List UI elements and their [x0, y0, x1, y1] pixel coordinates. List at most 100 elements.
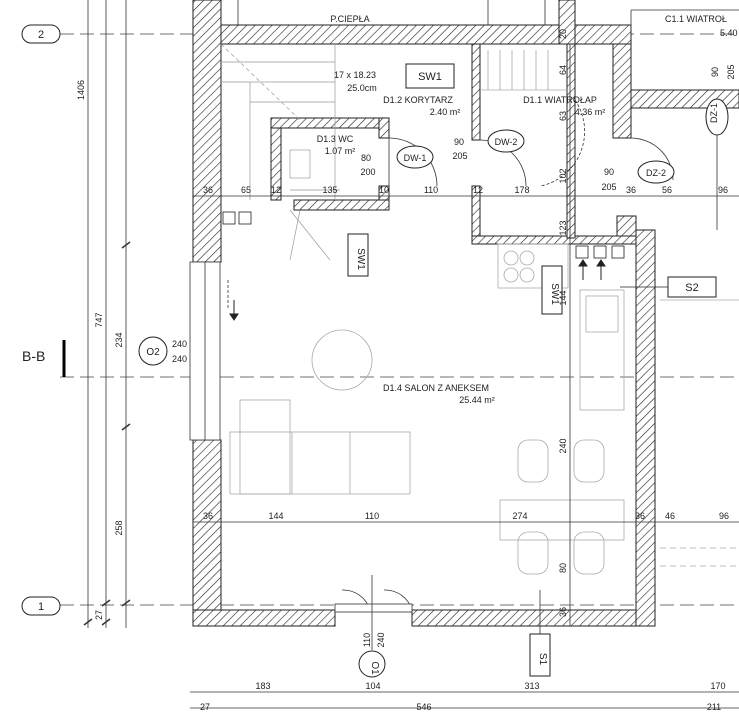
tag-s2-text: S2 [685, 282, 698, 294]
walls [192, 0, 739, 627]
dim-v36: 36 [558, 607, 568, 617]
tag-o2-text: O2 [146, 347, 160, 358]
dim-top-8: 36 [626, 185, 636, 195]
dim-v240: 240 [558, 438, 568, 453]
dim-v102: 102 [558, 168, 568, 183]
dim-v63: 63 [558, 111, 568, 121]
dim-top-2: 12 [271, 185, 281, 195]
tag-sw1-top-text: SW1 [418, 71, 442, 83]
dim-v20: 20 [558, 29, 568, 39]
dim-dz2-b: 205 [601, 182, 616, 192]
label-d14-area: 25.44 m² [459, 395, 495, 405]
dim-mid-4: 36 [635, 511, 645, 521]
dim-mid-0: 36 [203, 511, 213, 521]
dim-mid-5: 46 [665, 511, 675, 521]
dim-dz1-b: 205 [726, 64, 736, 79]
tag-dw2-text: DW-2 [495, 137, 518, 147]
dim-o2-h: 240 [172, 354, 187, 364]
dim-top-4: 10 [379, 185, 389, 195]
ventilation [222, 211, 625, 259]
dim-dz2-a: 90 [604, 167, 614, 177]
doors [189, 99, 674, 613]
dim-v80: 80 [558, 563, 568, 573]
tag-o1: O1 [358, 650, 386, 678]
label-d14: D1.4 SALON Z ANEKSEM [383, 383, 489, 393]
dim-mid-1: 144 [268, 511, 283, 521]
label-d11: D1.1 WIATROŁAP [523, 95, 597, 105]
axis-bubble-1: 1 [21, 596, 61, 616]
axis-2-label: 2 [38, 29, 44, 41]
dim-o2-w: 240 [172, 339, 187, 349]
tag-s1: S1 [529, 633, 551, 677]
dim-mid-3: 274 [512, 511, 527, 521]
axis-bubble-2: 2 [21, 24, 61, 44]
dim-v123: 123 [558, 220, 568, 235]
tag-dw1: DW-1 [396, 145, 434, 169]
tag-dz2-text: DZ-2 [646, 168, 666, 178]
dim-dw1-b: 200 [360, 167, 375, 177]
tag-dz2: DZ-2 [637, 160, 675, 184]
tag-dw2: DW-2 [487, 129, 525, 153]
dimension-lines [190, 44, 739, 709]
label-d11-area: 4.36 m² [575, 107, 606, 117]
tag-dz1-text: DZ-1 [709, 103, 719, 123]
tag-o2: O2 [138, 336, 168, 366]
dim-bot-1: 104 [365, 681, 380, 691]
section-label: B-B [22, 348, 45, 364]
dim-bot2-2: 211 [707, 702, 721, 712]
dim-bot2-1: 546 [416, 702, 431, 712]
tag-dz1: DZ-1 [705, 98, 729, 136]
dim-o1-b: 240 [376, 632, 386, 647]
tag-sw1-top: SW1 [405, 63, 455, 89]
label-d13: D1.3 WC [317, 134, 354, 144]
dim-bot-3: 170 [710, 681, 725, 691]
label-d13-area: 1.07 m² [325, 146, 356, 156]
dim-258: 258 [114, 520, 124, 535]
tag-sw1-mid: SW1 [347, 233, 369, 277]
tag-s2: S2 [620, 276, 717, 298]
tag-sw1-right: SW1 [541, 265, 563, 315]
flow-arrows [229, 259, 606, 321]
tag-sw1-right-text: SW1 [549, 283, 560, 305]
dim-234: 234 [114, 332, 124, 347]
furniture [229, 50, 739, 575]
dim-mid-2: 110 [365, 511, 379, 521]
dim-dw1-a: 80 [361, 153, 371, 163]
dim-dw2-a: 90 [454, 137, 464, 147]
stairs [220, 43, 340, 261]
dim-top-6: 12 [473, 185, 483, 195]
dim-v144: 144 [558, 290, 568, 305]
dim-bot-0: 183 [255, 681, 270, 691]
dim-mid-6: 96 [719, 511, 729, 521]
dim-top-10: 96 [718, 185, 728, 195]
dim-dw2-b: 205 [452, 151, 467, 161]
section-marker: B-B [22, 340, 66, 377]
label-p-ciepla: P.CIEPŁA [330, 14, 369, 24]
label-d12-area: 2.40 m² [430, 107, 461, 117]
dim-747: 747 [94, 312, 104, 327]
dim-27: 27 [94, 610, 104, 620]
dim-top-5: 110 [424, 185, 438, 195]
tag-sw1-mid-text: SW1 [355, 248, 366, 270]
dim-top-9: 56 [662, 185, 672, 195]
dim-bot2-0: 27 [200, 702, 210, 712]
tag-dw1-text: DW-1 [404, 153, 427, 163]
dim-dz1-a: 90 [710, 67, 720, 77]
dim-top-3: 135 [322, 185, 337, 195]
dim-top-7: 178 [514, 185, 529, 195]
tag-o1-text: O1 [369, 661, 380, 675]
label-c11-area: 5.40 [720, 28, 738, 38]
dim-top-1: 65 [241, 185, 251, 195]
dim-1406: 1406 [76, 80, 86, 100]
label-stairs: 17 x 18.23 [334, 70, 376, 80]
dim-o1-a: 110 [362, 633, 372, 647]
label-c11: C1.1 WIATROŁ [665, 14, 727, 24]
dim-v64: 64 [558, 65, 568, 75]
dim-top-0: 36 [203, 185, 213, 195]
tag-s1-text: S1 [537, 653, 548, 666]
axis-1-label: 1 [38, 601, 44, 613]
left-dimensions [83, 0, 131, 628]
label-stairs-2: 25.0cm [347, 83, 377, 93]
label-d12: D1.2 KORYTARZ [383, 95, 453, 105]
